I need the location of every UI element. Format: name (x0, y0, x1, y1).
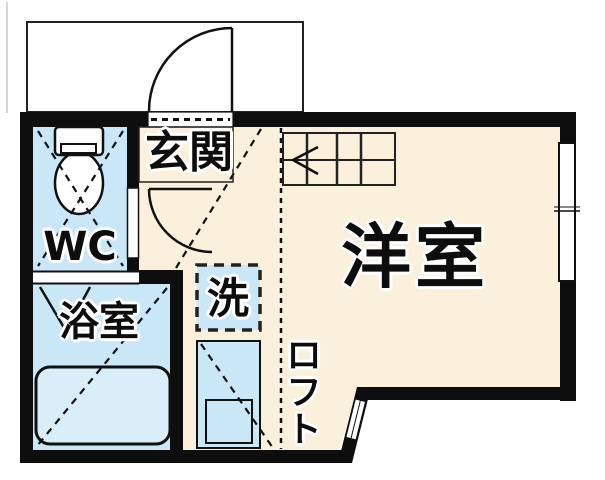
main-room-label: 洋室 (341, 216, 489, 298)
folding-door-icon (38, 286, 92, 334)
loft-label-char: ロ (286, 336, 322, 377)
interior-door-swing-icon (147, 187, 213, 254)
arrow-left-icon (290, 145, 319, 176)
stairs-icon (282, 132, 396, 186)
genkan-area-outline (138, 126, 234, 183)
wc-partition-door (33, 270, 139, 285)
window-icon (344, 397, 367, 442)
toilet-icon (53, 125, 105, 216)
laundry-label: 洗 (206, 274, 250, 323)
porch-outline (26, 21, 304, 113)
kitchen-sink-icon (205, 399, 253, 444)
sliding-door-icon (126, 187, 140, 259)
bathroom-label: 浴室 (59, 299, 139, 345)
washing-machine-pan-icon (195, 263, 262, 332)
kitchen-floor (196, 340, 261, 449)
genkan-label: 玄関 (145, 127, 233, 178)
bathtub-icon (34, 365, 172, 446)
entrance-threshold (147, 111, 234, 128)
entrance-door-swing-icon (147, 26, 234, 112)
loft-label-char: フ (286, 373, 322, 414)
window-icon (554, 142, 580, 282)
wc-label: WC (43, 224, 117, 270)
loft-label: ロ フ ト (286, 336, 322, 451)
loft-label-char: ト (286, 410, 322, 451)
